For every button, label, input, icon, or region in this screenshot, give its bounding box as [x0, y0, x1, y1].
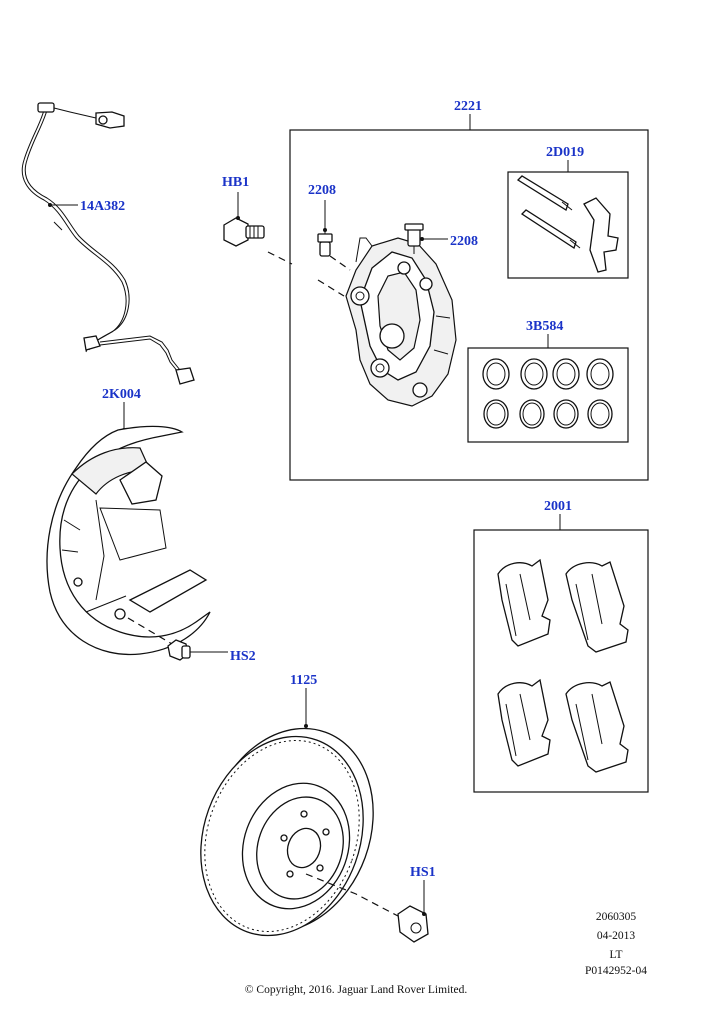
bolt-icon	[223, 217, 265, 247]
abs-sensor-cable-icon	[21, 102, 195, 385]
footer-variant: LT	[610, 949, 623, 961]
bolt-icon	[397, 905, 429, 943]
bleed-screw-right-icon	[404, 223, 424, 254]
pin-kit-box	[507, 171, 629, 279]
label-hs2: HS2	[230, 649, 256, 664]
caliper-assembly-box	[289, 129, 649, 481]
brake-disc-icon	[200, 727, 374, 937]
label-2k004: 2K004	[102, 387, 141, 402]
brake-caliper-icon	[345, 237, 457, 407]
label-2d019: 2D019	[546, 145, 584, 160]
label-hs1: HS1	[410, 865, 436, 880]
label-2208-left: 2208	[308, 183, 336, 198]
copyright: © Copyright, 2016. Jaguar Land Rover Lim…	[245, 984, 468, 996]
bleed-screw-left-icon	[317, 230, 333, 257]
label-14a382: 14A382	[80, 199, 125, 214]
brake-pad-icon	[497, 558, 629, 773]
guide-pin-icon	[516, 175, 619, 273]
footer-illustration-id: P0142952-04	[585, 965, 647, 977]
label-1125: 1125	[290, 673, 317, 688]
label-2221: 2221	[454, 99, 482, 114]
label-hb1: HB1	[222, 175, 249, 190]
label-2001: 2001	[544, 499, 572, 514]
pads-box	[473, 529, 649, 793]
label-3b584: 3B584	[526, 319, 563, 334]
footer-code: 2060305	[596, 911, 637, 923]
footer-date: 04-2013	[597, 930, 636, 942]
label-2208-right: 2208	[450, 234, 478, 249]
splash-shield-icon	[46, 425, 211, 656]
piston-seal-icon	[482, 358, 614, 429]
bolt-icon	[167, 639, 191, 661]
